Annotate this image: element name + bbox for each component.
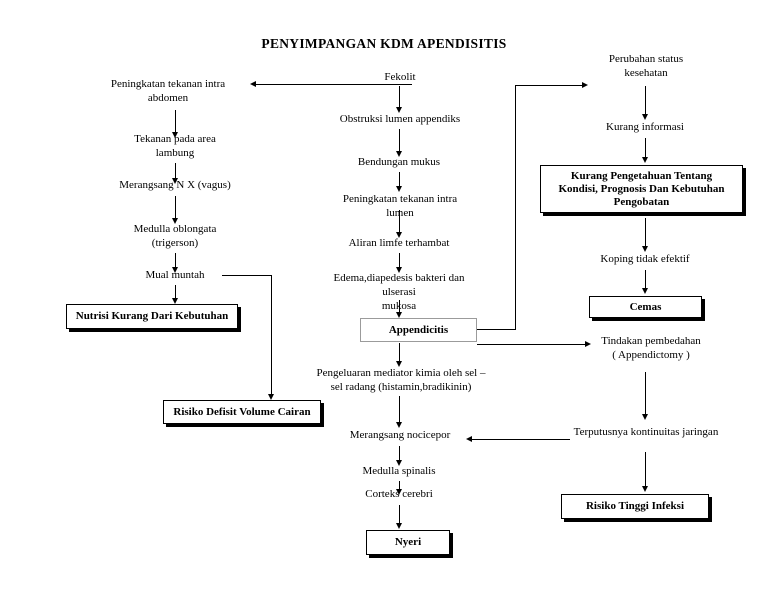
node-appendicitis: Appendicitis <box>360 318 477 342</box>
node-kurang-pengetahuan: Kurang Pengetahuan Tentang Kondisi, Prog… <box>540 165 743 213</box>
edge-nocicepor-to-medulla-spinalis <box>399 446 401 463</box>
edge-abdomen-to-lambung <box>175 110 177 134</box>
edge-lambung-to-vagus <box>175 163 177 180</box>
arrowhead-obstruksi-to-bendungan <box>396 151 402 157</box>
node-fekolit: Fekolit <box>384 71 416 83</box>
edge-kurang-informasi-to-kurang-pengetahuan <box>645 138 647 159</box>
node-merangsang-nx-vagus: Merangsang N X (vagus) <box>119 179 231 191</box>
arrowhead-nocicepor-to-medulla-spinalis <box>396 460 402 466</box>
edge-appendicitis-to-mediator <box>399 343 401 363</box>
node-pengeluaran-mediator: Pengeluaran mediator kimia oleh sel – se… <box>316 367 486 393</box>
node-tindakan-pembedahan: Tindakan pembedahan ( Appendictomy ) <box>601 335 701 361</box>
edge-medulla-spinalis-to-corteks <box>399 481 401 492</box>
edge-edema-to-appendicitis <box>399 300 401 315</box>
arrowhead-fekolit-to-obstruksi <box>396 107 402 113</box>
edge-appendicitis-branch-up-horizontal <box>477 329 516 331</box>
arrowhead-edema-to-appendicitis <box>396 312 402 318</box>
edge-lumen-to-aliran-limfe <box>399 210 401 234</box>
node-risiko-tinggi-infeksi: Risiko Tinggi Infeksi <box>561 494 709 519</box>
node-medulla-oblongata: Medulla oblongata (trigerson) <box>133 223 217 249</box>
edge-appendicitis-to-perubahan-status <box>515 85 584 87</box>
arrowhead-kurang-pengetahuan-to-koping <box>642 246 648 252</box>
node-tekanan-pada-area-lambung: Tekanan pada area lambung <box>134 133 216 159</box>
arrowhead-perubahan-to-kurang-informasi <box>642 114 648 120</box>
node-perubahan-status-kesehatan: Perubahan status kesehatan <box>608 53 684 79</box>
edge-vagus-to-medulla <box>175 196 177 220</box>
node-nyeri: Nyeri <box>366 530 450 555</box>
node-risiko-defisit-volume-cairan: Risiko Defisit Volume Cairan <box>163 400 321 424</box>
arrowhead-mual-to-nutrisi <box>172 298 178 304</box>
arrowhead-koping-to-cemas <box>642 288 648 294</box>
arrowhead-medulla-spinalis-to-corteks <box>396 489 402 495</box>
node-cemas: Cemas <box>589 296 702 318</box>
node-kurang-informasi: Kurang informasi <box>606 121 684 133</box>
edge-medulla-to-mual <box>175 253 177 269</box>
page-title: PENYIMPANGAN KDM APENDISITIS <box>261 36 507 51</box>
node-corteks-cerebri: Corteks cerebri <box>365 488 433 500</box>
node-obstruksi-lumen-appendiks: Obstruksi lumen appendiks <box>339 113 461 125</box>
edge-perubahan-to-kurang-informasi <box>645 86 647 116</box>
arrowhead-abdomen-to-lambung <box>172 132 178 138</box>
node-aliran-limfe-terhambat: Aliran limfe terhambat <box>348 237 450 249</box>
arrowhead-appendicitis-to-mediator <box>396 361 402 367</box>
arrowhead-bendungan-to-peningkatan-lumen <box>396 186 402 192</box>
edge-bendungan-to-peningkatan-lumen <box>399 172 401 189</box>
arrowhead-terputusnya-to-nocicepor <box>466 435 472 442</box>
arrowhead-terputusnya-to-risiko-infeksi <box>642 486 648 492</box>
edge-appendicitis-to-tindakan <box>477 344 587 346</box>
arrowhead-kurang-informasi-to-kurang-pengetahuan <box>642 157 648 163</box>
arrowhead-corteks-to-nyeri <box>396 523 402 529</box>
edge-mual-to-nutrisi <box>175 285 177 301</box>
arrowhead-limfe-to-edema <box>396 267 402 273</box>
edge-mediator-to-nocicepor <box>399 396 401 424</box>
node-medulla-spinalis: Medulla spinalis <box>362 465 436 477</box>
node-bendungan-mukus: Bendungan mukus <box>357 156 441 168</box>
node-peningkatan-tekanan-intra-abdomen: Peningkatan tekanan intra abdomen <box>110 78 226 104</box>
node-nutrisi-kurang-dari-kebutuhan: Nutrisi Kurang Dari Kebutuhan <box>66 304 238 329</box>
arrowhead-lambung-to-vagus <box>172 178 178 184</box>
edge-kurang-pengetahuan-to-koping <box>645 218 647 248</box>
edge-fekolit-to-abdomen <box>256 84 412 86</box>
edge-tindakan-to-terputusnya <box>645 372 647 416</box>
node-merangsang-nocicepor: Merangsang nocicepor <box>349 429 451 441</box>
edge-corteks-to-nyeri <box>399 505 401 525</box>
edge-terputusnya-to-nocicepor <box>472 439 570 441</box>
node-koping-tidak-efektif: Koping tidak efektif <box>600 253 690 265</box>
node-mual-muntah: Mual muntah <box>145 269 205 281</box>
arrowhead-fekolit-to-abdomen <box>250 80 256 87</box>
edge-fekolit-to-obstruksi <box>399 86 401 109</box>
edge-obstruksi-to-bendungan <box>399 129 401 153</box>
edge-mual-branch-vertical <box>271 275 273 396</box>
arrowhead-mediator-to-nocicepor <box>396 422 402 428</box>
node-edema-diapedesis: Edema,diapedesis bakteri dan ulserasi mu… <box>333 272 465 312</box>
arrowhead-medulla-to-mual <box>172 267 178 273</box>
arrowhead-tindakan-to-terputusnya <box>642 414 648 420</box>
edge-appendicitis-branch-up-vertical <box>515 85 517 330</box>
arrowhead-vagus-to-medulla <box>172 218 178 224</box>
edge-koping-to-cemas <box>645 270 647 291</box>
arrowhead-mual-to-risiko-cairan <box>268 394 274 400</box>
edge-terputusnya-to-risiko-infeksi <box>645 452 647 488</box>
arrowhead-appendicitis-to-tindakan <box>585 340 591 347</box>
node-terputusnya-kontinuitas-jaringan: Terputusnya kontinuitas jaringan <box>573 426 719 438</box>
node-peningkatan-tekanan-intra-lumen: Peningkatan tekanan intra lumen <box>342 193 458 219</box>
arrowhead-lumen-to-aliran-limfe <box>396 232 402 238</box>
edge-mual-branch-horizontal <box>222 275 272 277</box>
edge-limfe-to-edema <box>399 253 401 270</box>
arrowhead-appendicitis-to-perubahan-status <box>582 81 588 88</box>
